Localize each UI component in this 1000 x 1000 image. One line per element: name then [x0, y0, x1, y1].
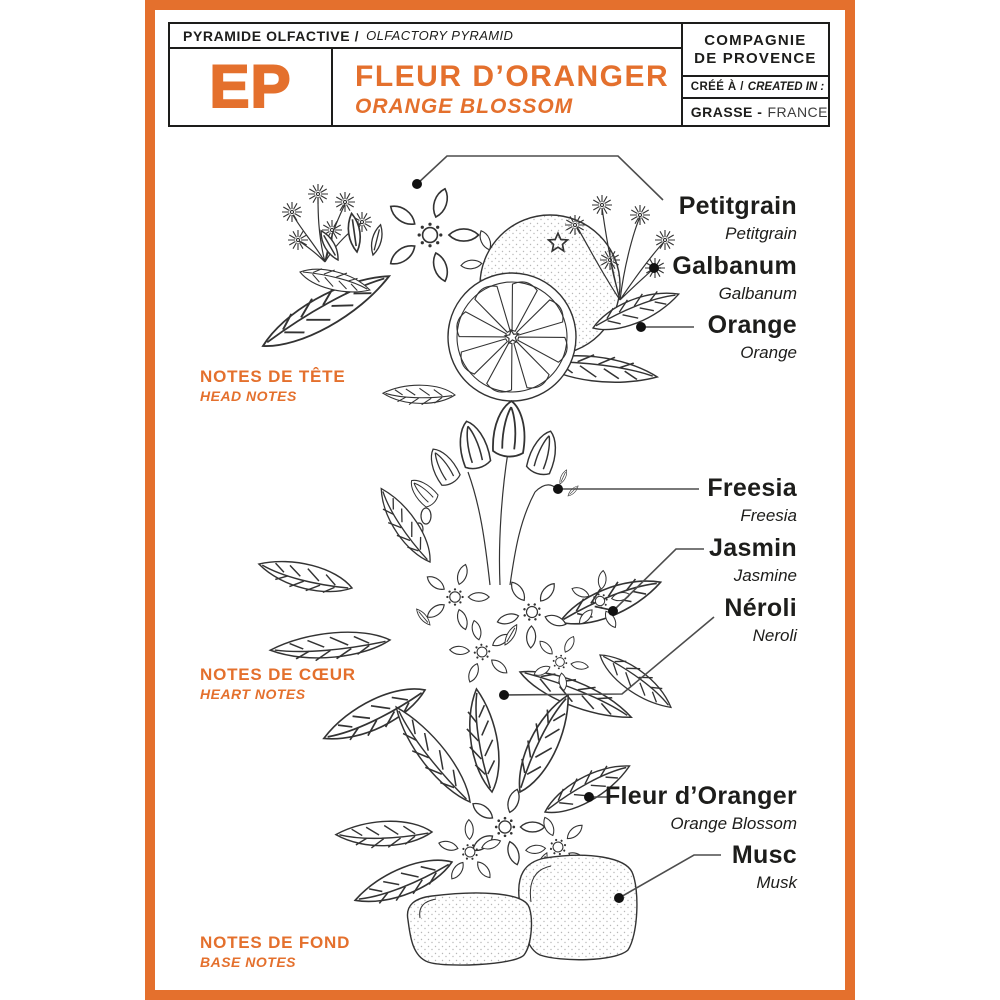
- kicker-fr: PYRAMIDE OLFACTIVE /: [183, 27, 360, 44]
- section-title-fr: NOTES DE FOND: [200, 933, 351, 952]
- kicker-en: OLFACTORY PYRAMID: [366, 28, 514, 43]
- note-orange: Orange Orange: [707, 311, 797, 362]
- section-title-fr: NOTES DE TÊTE: [200, 367, 346, 386]
- note-en: Neroli: [752, 626, 797, 645]
- place-row: GRASSE - FRANCE: [683, 99, 828, 125]
- header-left: PYRAMIDE OLFACTIVE / OLFACTORY PYRAMID E…: [170, 24, 683, 125]
- company-line1: COMPAGNIE: [704, 31, 807, 49]
- created-en: CREATED IN :: [747, 81, 825, 93]
- note-en: Orange Blossom: [670, 814, 797, 833]
- anchor-dots: [412, 179, 659, 903]
- leader-neroli: [503, 616, 715, 696]
- ep-logo: EP: [208, 53, 292, 120]
- heart-notes-illustration: [254, 399, 679, 753]
- note-en: Jasmine: [733, 566, 797, 585]
- note-en: Petitgrain: [725, 224, 797, 243]
- note-freesia: Freesia Freesia: [707, 474, 797, 525]
- header-box: PYRAMIDE OLFACTIVE / OLFACTORY PYRAMID E…: [168, 22, 830, 127]
- leader-lines: [416, 155, 721, 899]
- note-fr: Musc: [731, 841, 797, 869]
- note-en: Galbanum: [718, 284, 797, 303]
- note-galbanum: Galbanum Galbanum: [672, 252, 797, 303]
- note-en: Freesia: [740, 506, 797, 525]
- section-title-en: BASE NOTES: [200, 954, 297, 970]
- fragrance-title-en: ORANGE BLOSSOM: [355, 94, 574, 118]
- section-title-head-notes: NOTES DE TÊTE HEAD NOTES: [200, 368, 345, 403]
- section-title-fr: NOTES DE CŒUR: [200, 665, 356, 684]
- company-name: COMPAGNIE DE PROVENCE: [682, 24, 828, 77]
- fragrance-title-cell: FLEUR D’ORANGER ORANGE BLOSSOM: [333, 49, 681, 125]
- leader-petitgrain: [416, 155, 664, 201]
- note-fr: Jasmin: [709, 534, 797, 562]
- leader-musc: [618, 854, 721, 899]
- head-notes-illustration: [252, 183, 684, 409]
- section-title-base-notes: NOTES DE FOND BASE NOTES: [200, 934, 350, 969]
- leader-jasmin: [612, 548, 704, 612]
- pyramid-kicker: PYRAMIDE OLFACTIVE / OLFACTORY PYRAMID: [170, 24, 681, 49]
- note-fr: Galbanum: [672, 252, 797, 280]
- company-line2: DE PROVENCE: [694, 49, 817, 67]
- created-fr: CRÉÉ À /: [690, 81, 744, 93]
- place-city: GRASSE -: [690, 104, 763, 120]
- section-title-en: HEART NOTES: [200, 686, 306, 702]
- header-right: COMPAGNIE DE PROVENCE CRÉÉ À / CREATED I…: [682, 24, 828, 125]
- note-fr: Petitgrain: [678, 192, 797, 220]
- note-fr: Freesia: [707, 474, 797, 502]
- note-fr: Néroli: [724, 594, 797, 622]
- fragrance-title-fr: FLEUR D’ORANGER: [355, 60, 670, 93]
- note-neroli: Néroli Neroli: [724, 594, 797, 645]
- note-en: Musk: [756, 873, 797, 892]
- note-fr: Orange: [707, 311, 797, 339]
- created-in-row: CRÉÉ À / CREATED IN :: [682, 77, 828, 99]
- note-en: Orange: [740, 343, 797, 362]
- note-petitgrain: Petitgrain Petitgrain: [678, 192, 797, 243]
- place-country: FRANCE: [767, 104, 828, 120]
- brand-logo-cell: EP: [170, 49, 333, 125]
- section-title-en: HEAD NOTES: [200, 388, 297, 404]
- note-fr: Fleur d’Oranger: [604, 782, 797, 810]
- note-fleur-oranger: Fleur d’Oranger Orange Blossom: [604, 782, 797, 833]
- note-jasmin: Jasmin Jasmine: [709, 534, 797, 585]
- base-notes-illustration: [334, 686, 638, 966]
- section-title-heart-notes: NOTES DE CŒUR HEART NOTES: [200, 666, 356, 701]
- note-musc: Musc Musk: [731, 841, 797, 892]
